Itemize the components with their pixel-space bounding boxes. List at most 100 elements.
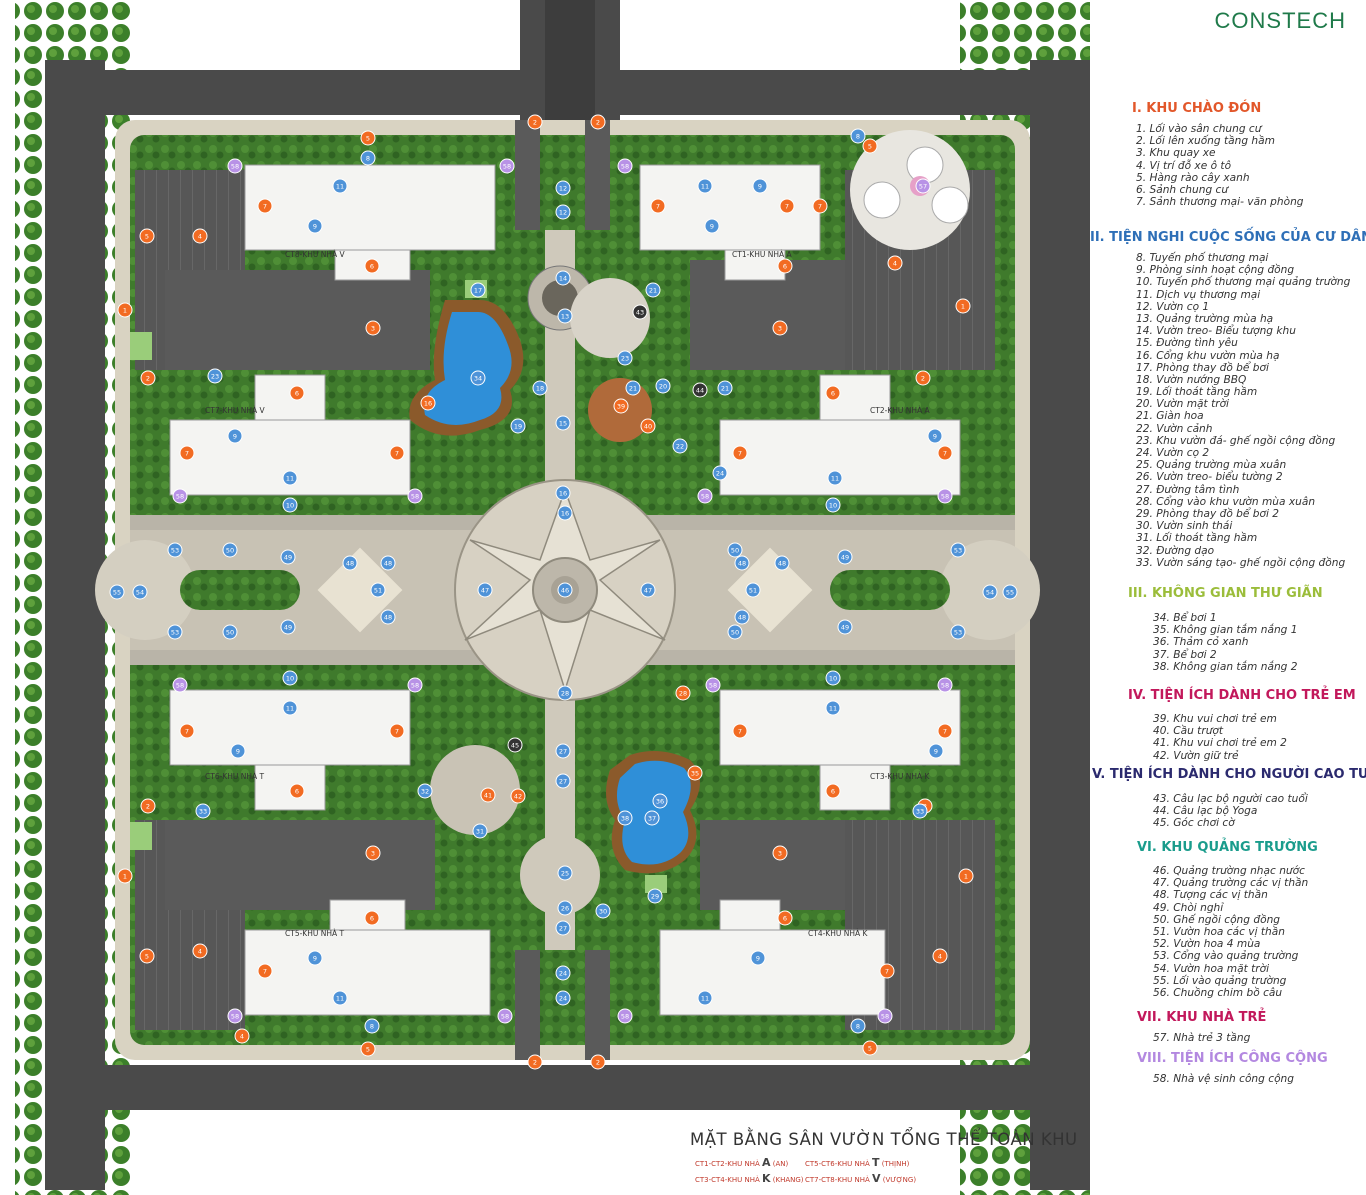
map-marker-47 bbox=[640, 582, 656, 598]
map-marker-label: 12 bbox=[559, 209, 567, 217]
map-marker-48 bbox=[342, 555, 358, 571]
map-marker-3 bbox=[772, 320, 788, 336]
map-marker-label: 58 bbox=[231, 163, 239, 171]
map-marker-label: 4 bbox=[198, 948, 202, 956]
map-marker-label: 21 bbox=[649, 287, 657, 295]
map-marker-1 bbox=[958, 868, 974, 884]
map-marker-40 bbox=[640, 418, 656, 434]
map-marker-42 bbox=[510, 788, 526, 804]
legend-item: 49. Chòi nghỉ bbox=[1153, 901, 1224, 914]
map-marker-label: 48 bbox=[384, 614, 392, 622]
map-marker-21 bbox=[625, 380, 641, 396]
map-marker-label: 48 bbox=[346, 560, 354, 568]
map-marker-44 bbox=[692, 382, 708, 398]
map-marker-label: 7 bbox=[738, 728, 742, 736]
map-marker-label: 2 bbox=[596, 1059, 600, 1067]
map-marker-label: 2 bbox=[921, 375, 925, 383]
map-marker-30 bbox=[595, 903, 611, 919]
map-marker-label: 7 bbox=[943, 450, 947, 458]
map-marker-label: 11 bbox=[701, 183, 709, 191]
building-key: CT7-CT8-KHU NHÀ V (VƯỢNG) bbox=[805, 1172, 917, 1185]
map-marker-3 bbox=[365, 320, 381, 336]
legend-item: 44. Câu lạc bộ Yoga bbox=[1153, 805, 1258, 818]
map-marker-label: 6 bbox=[831, 390, 835, 398]
map-marker-9 bbox=[927, 428, 943, 444]
map-marker-label: 26 bbox=[561, 905, 569, 913]
legend-item: 21. Giàn hoa bbox=[1136, 410, 1204, 423]
map-marker-22 bbox=[672, 438, 688, 454]
map-marker-label: 10 bbox=[286, 675, 294, 683]
map-marker-label: 58 bbox=[503, 163, 511, 171]
legend-item: 41. Khu vui chơi trẻ em 2 bbox=[1153, 737, 1287, 750]
map-marker-58 bbox=[697, 488, 713, 504]
map-marker-label: 29 bbox=[651, 893, 659, 901]
building-label: CT7-KHU NHÀ V bbox=[205, 406, 265, 415]
map-marker-label: 49 bbox=[841, 554, 849, 562]
map-marker-label: 58 bbox=[231, 1013, 239, 1021]
map-marker-label: 6 bbox=[783, 263, 787, 271]
buildings bbox=[130, 164, 961, 1016]
map-marker-2 bbox=[527, 114, 543, 130]
map-marker-label: 33 bbox=[916, 808, 924, 816]
building-key: CT1-CT2-KHU NHÀ A (AN) bbox=[695, 1156, 789, 1169]
map-marker-58 bbox=[407, 677, 423, 693]
legend-item: 54. Vườn hoa mặt trời bbox=[1153, 962, 1270, 975]
map-marker-9 bbox=[307, 218, 323, 234]
map-marker-5 bbox=[139, 948, 155, 964]
legend-item: 33. Vườn sáng tạo- ghế ngồi cộng đồng bbox=[1136, 556, 1346, 569]
map-marker-55 bbox=[109, 584, 125, 600]
legend-item: 18. Vườn nướng BBQ bbox=[1136, 373, 1247, 386]
map-marker-label: 10 bbox=[829, 502, 837, 510]
map-marker-label: 5 bbox=[868, 143, 872, 151]
map-marker-label: 2 bbox=[146, 803, 150, 811]
map-marker-label: 8 bbox=[370, 1023, 374, 1031]
map-marker-4 bbox=[192, 943, 208, 959]
map-marker-label: 23 bbox=[211, 373, 219, 381]
map-marker-label: 11 bbox=[336, 995, 344, 1003]
map-marker-label: 13 bbox=[561, 313, 569, 321]
map-marker-48 bbox=[380, 555, 396, 571]
map-marker-label: 37 bbox=[648, 815, 656, 823]
map-marker-label: 7 bbox=[395, 450, 399, 458]
map-marker-27 bbox=[555, 920, 571, 936]
map-marker-38 bbox=[617, 810, 633, 826]
map-marker-label: 3 bbox=[778, 850, 782, 858]
map-marker-49 bbox=[280, 619, 296, 635]
map-marker-16 bbox=[555, 485, 571, 501]
map-marker-9 bbox=[928, 743, 944, 759]
map-marker-label: 22 bbox=[676, 443, 684, 451]
map-marker-label: 16 bbox=[559, 490, 567, 498]
map-marker-10 bbox=[282, 497, 298, 513]
map-marker-label: 5 bbox=[868, 1045, 872, 1053]
map-marker-11 bbox=[697, 990, 713, 1006]
map-marker-6 bbox=[825, 783, 841, 799]
map-marker-6 bbox=[777, 258, 793, 274]
parking-areas bbox=[135, 120, 995, 1060]
map-marker-1 bbox=[955, 298, 971, 314]
map-marker-label: 7 bbox=[185, 728, 189, 736]
map-marker-label: 25 bbox=[561, 870, 569, 878]
map-marker-label: 9 bbox=[933, 433, 937, 441]
map-marker-19 bbox=[510, 418, 526, 434]
map-marker-58 bbox=[499, 158, 515, 174]
map-marker-7 bbox=[779, 198, 795, 214]
map-marker-4 bbox=[192, 228, 208, 244]
map-marker-12 bbox=[555, 180, 571, 196]
map-marker-21 bbox=[645, 282, 661, 298]
legend-item: 2. Lối lên xuống tầng hầm bbox=[1136, 135, 1275, 148]
building-label: CT6-KHU NHÀ T bbox=[205, 772, 264, 781]
map-marker-58 bbox=[617, 1008, 633, 1024]
map-marker-label: 58 bbox=[501, 1013, 509, 1021]
map-marker-label: 18 bbox=[536, 385, 544, 393]
map-marker-4 bbox=[234, 1028, 250, 1044]
legend-item: 23. Khu vườn đá- ghế ngồi cộng đồng bbox=[1136, 434, 1336, 447]
map-marker-10 bbox=[825, 497, 841, 513]
map-marker-label: 58 bbox=[411, 682, 419, 690]
map-marker-label: 23 bbox=[621, 355, 629, 363]
map-marker-7 bbox=[257, 963, 273, 979]
legend-section-items: 58. Nhà vệ sinh công cộng bbox=[1153, 1073, 1294, 1085]
map-marker-label: 16 bbox=[561, 510, 569, 518]
map-marker-25 bbox=[557, 865, 573, 881]
